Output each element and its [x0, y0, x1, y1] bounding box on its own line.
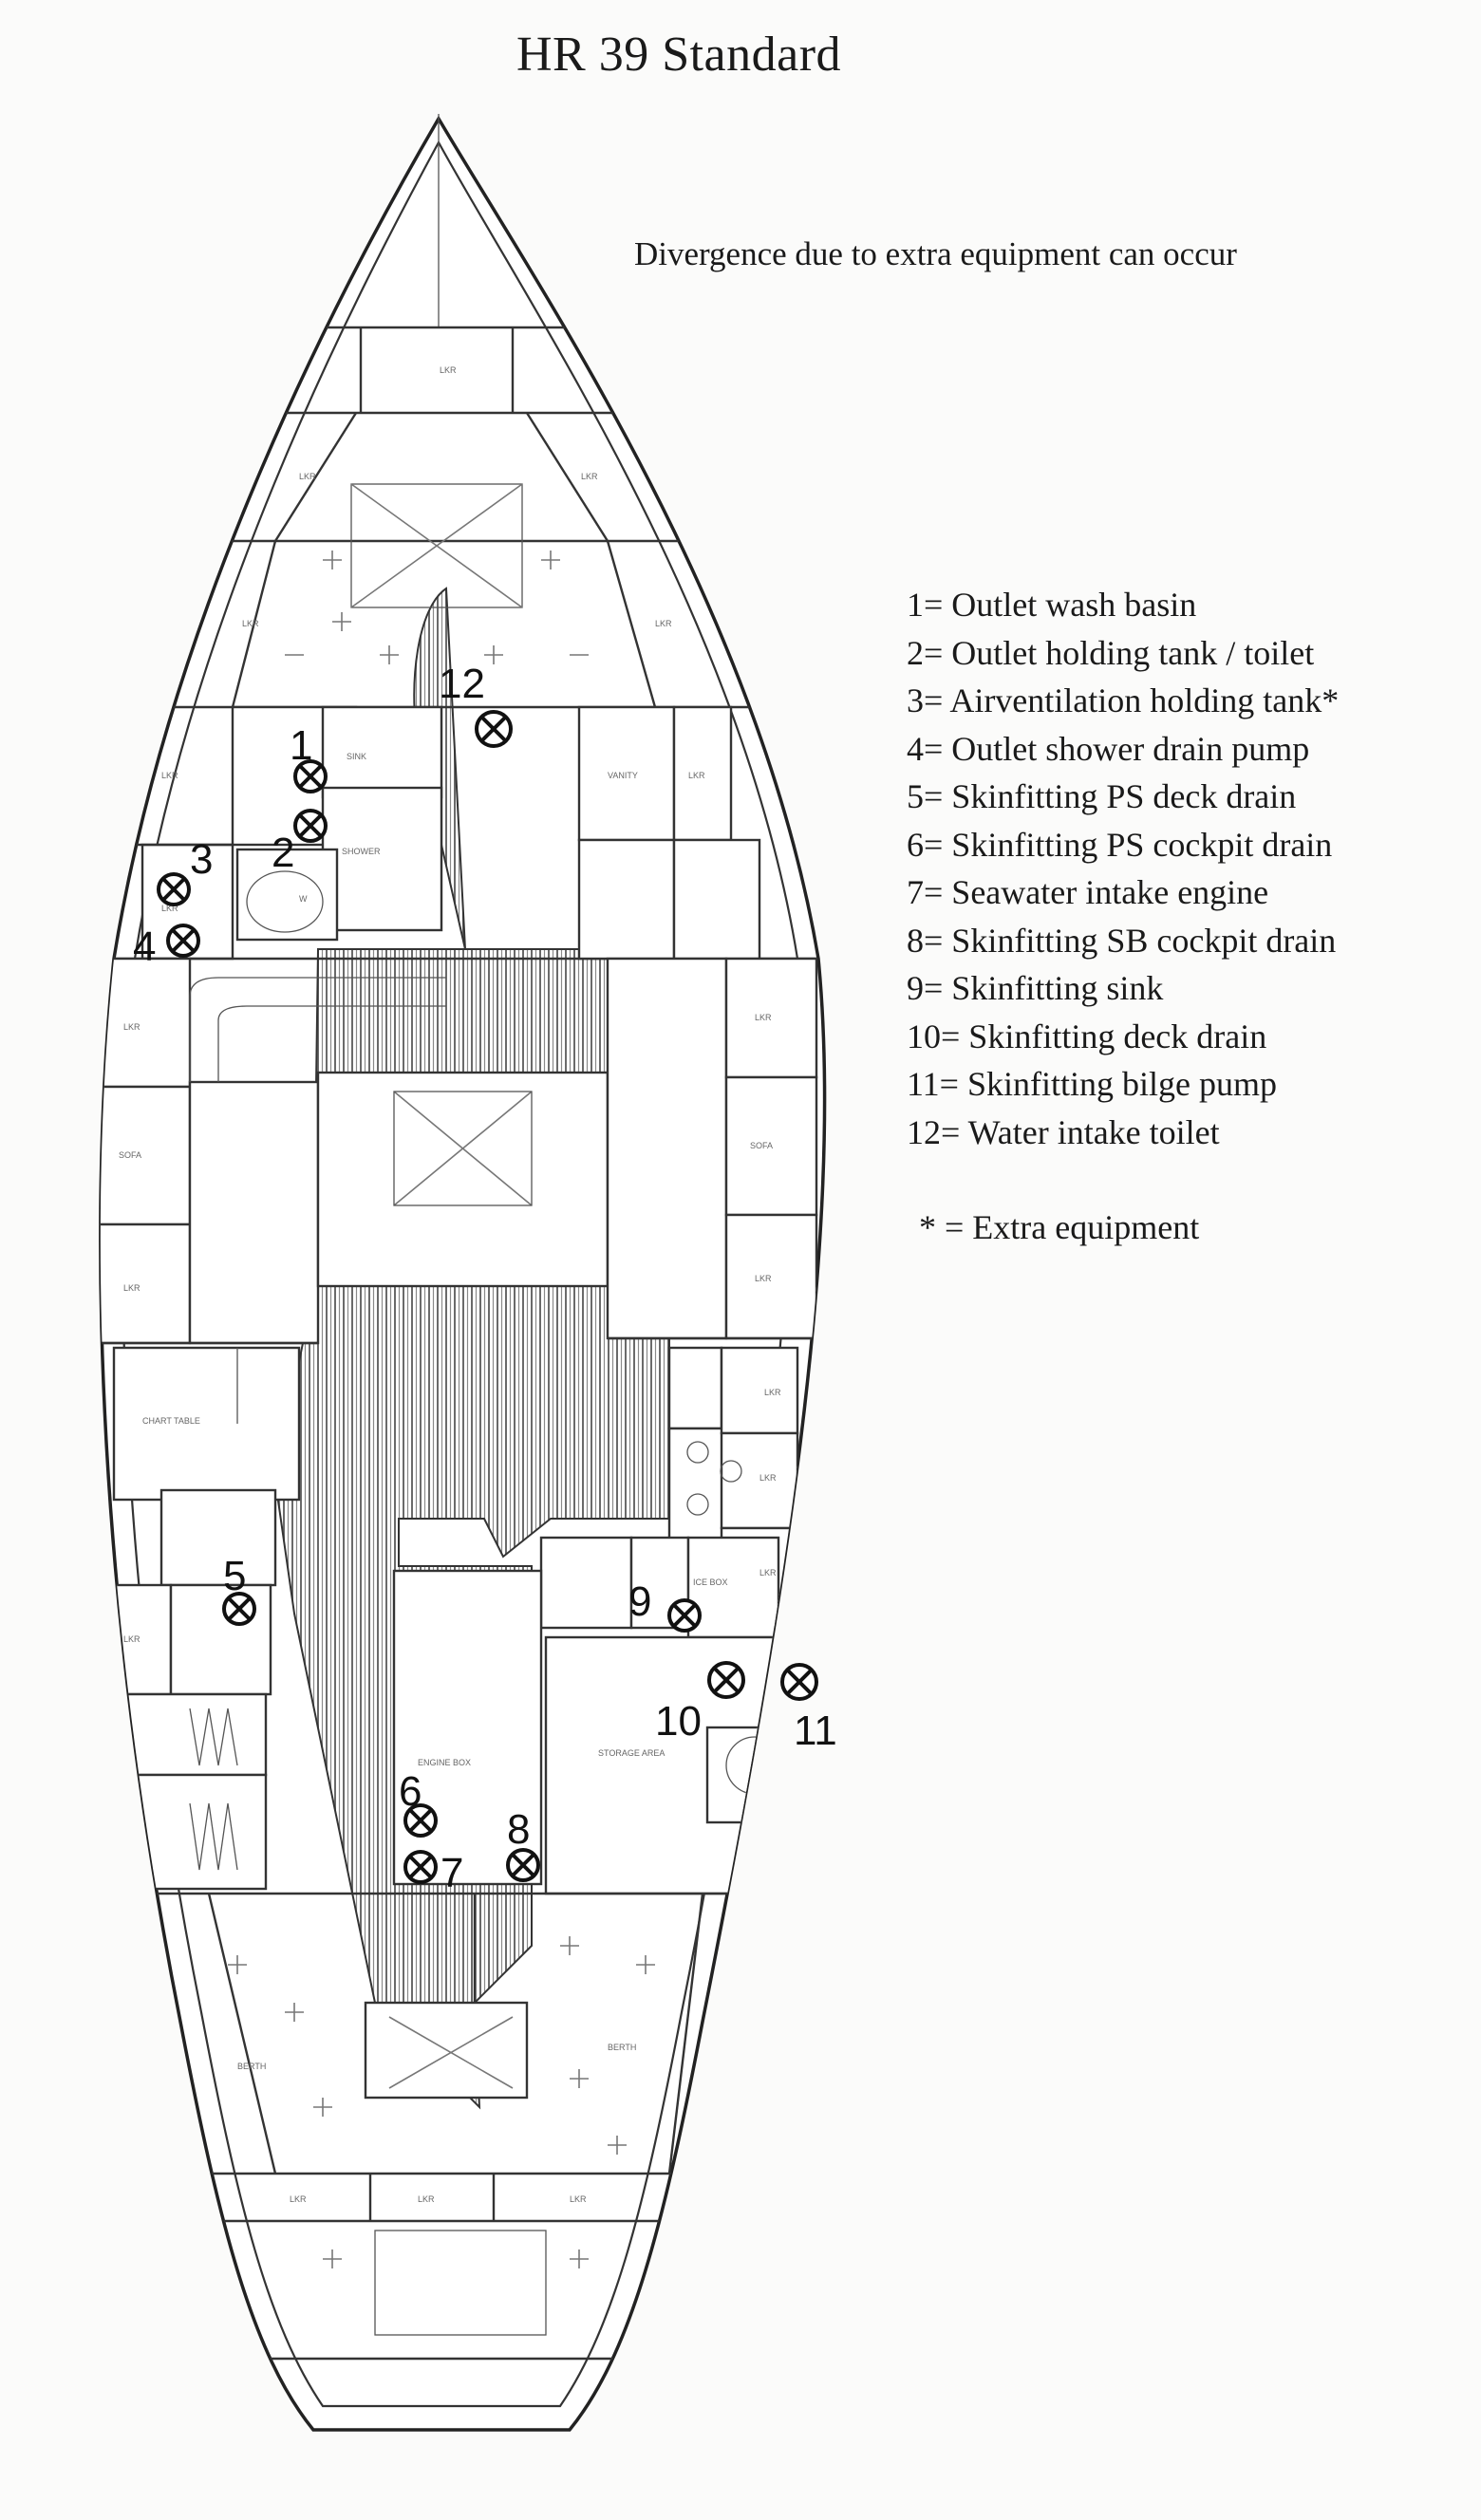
svg-text:SOFA: SOFA	[750, 1141, 773, 1150]
marker-10-symbol	[707, 1661, 745, 1699]
svg-text:LKR: LKR	[655, 619, 672, 628]
fore-cabin-crosses	[285, 551, 589, 664]
legend-item-4: 4= Outlet shower drain pump	[907, 729, 1310, 768]
svg-text:LKR: LKR	[123, 1283, 141, 1293]
legend-item-7: 7= Seawater intake engine	[907, 873, 1269, 911]
svg-text:W: W	[299, 894, 308, 904]
legend-item-9: 9= Skinfitting sink	[907, 969, 1164, 1007]
fitting-markers: 1 2 3 4 5 6 7 8 9 10	[133, 661, 837, 1896]
svg-text:VANITY: VANITY	[608, 771, 638, 780]
svg-text:LKR: LKR	[570, 2194, 587, 2204]
marker-4-label: 4	[133, 924, 156, 970]
marker-3-4-symbol	[157, 872, 200, 958]
marker-11-symbol	[780, 1663, 818, 1701]
svg-text:LKR: LKR	[688, 771, 705, 780]
legend-item-6: 6= Skinfitting PS cockpit drain	[907, 825, 1333, 864]
divergence-note: Divergence due to extra equipment can oc…	[634, 235, 1237, 272]
legend-item-2: 2= Outlet holding tank / toilet	[907, 633, 1315, 672]
svg-text:SOFA: SOFA	[119, 1150, 141, 1160]
marker-5-label: 5	[223, 1553, 246, 1599]
marker-9-symbol	[667, 1598, 702, 1633]
legend-item-11: 11= Skinfitting bilge pump	[907, 1065, 1277, 1103]
svg-text:LKR: LKR	[242, 619, 259, 628]
svg-text:LKR: LKR	[755, 1013, 772, 1022]
svg-text:SHOWER: SHOWER	[342, 847, 381, 856]
svg-text:LKR: LKR	[161, 771, 178, 780]
extra-equipment-note: * = Extra equipment	[919, 1208, 1200, 1246]
marker-5-symbol	[222, 1592, 256, 1626]
svg-text:LKR: LKR	[123, 1022, 141, 1032]
svg-text:ICE BOX: ICE BOX	[693, 1577, 728, 1587]
marker-12-symbol	[475, 710, 513, 748]
marker-10-label: 10	[655, 1698, 702, 1745]
marker-8-symbol	[506, 1848, 540, 1882]
svg-text:LKR: LKR	[180, 2119, 197, 2128]
marker-1-symbol	[293, 759, 328, 843]
svg-text:LKR: LKR	[755, 1274, 772, 1283]
diagram-title: HR 39 Standard	[516, 28, 842, 82]
svg-text:LKR: LKR	[759, 1568, 777, 1577]
svg-text:LKR: LKR	[440, 365, 457, 375]
svg-text:LKR: LKR	[759, 1473, 777, 1483]
marker-8-label: 8	[507, 1806, 530, 1853]
legend-item-3: 3= Airventilation holding tank*	[907, 681, 1340, 719]
legend-item-5: 5= Skinfitting PS deck drain	[907, 777, 1297, 815]
marker-2-label: 2	[272, 830, 294, 876]
svg-text:CHART TABLE: CHART TABLE	[142, 1416, 200, 1426]
fitting-legend: 1= Outlet wash basin 2= Outlet holding t…	[907, 581, 1339, 1156]
marker-1-label: 1	[290, 722, 312, 769]
svg-text:ENGINE BOX: ENGINE BOX	[418, 1758, 471, 1767]
marker-3-label: 3	[190, 836, 213, 883]
marker-9-label: 9	[628, 1578, 651, 1625]
marker-6-7-symbol	[403, 1803, 438, 1884]
svg-text:LKR: LKR	[418, 2194, 435, 2204]
svg-text:LKR: LKR	[290, 2194, 307, 2204]
legend-item-1: 1= Outlet wash basin	[907, 586, 1197, 624]
svg-text:LKR: LKR	[703, 2119, 720, 2128]
svg-text:STORAGE AREA: STORAGE AREA	[598, 1748, 665, 1758]
svg-text:LKR: LKR	[123, 1634, 141, 1644]
legend-item-10: 10= Skinfitting deck drain	[907, 1017, 1267, 1055]
marker-12-label: 12	[439, 661, 485, 707]
marker-7-label: 7	[441, 1850, 463, 1896]
svg-text:LKR: LKR	[299, 472, 316, 481]
marker-6-label: 6	[399, 1768, 422, 1815]
svg-text:BERTH: BERTH	[237, 2062, 266, 2071]
svg-text:LKR: LKR	[161, 904, 178, 913]
svg-text:BERTH: BERTH	[608, 2043, 636, 2052]
svg-text:LKR: LKR	[764, 1388, 781, 1397]
marker-11-label: 11	[794, 1708, 837, 1754]
svg-text:LKR: LKR	[581, 472, 598, 481]
legend-item-8: 8= Skinfitting SB cockpit drain	[907, 921, 1337, 960]
svg-text:SINK: SINK	[347, 752, 366, 761]
legend-item-12: 12= Water intake toilet	[907, 1112, 1220, 1151]
